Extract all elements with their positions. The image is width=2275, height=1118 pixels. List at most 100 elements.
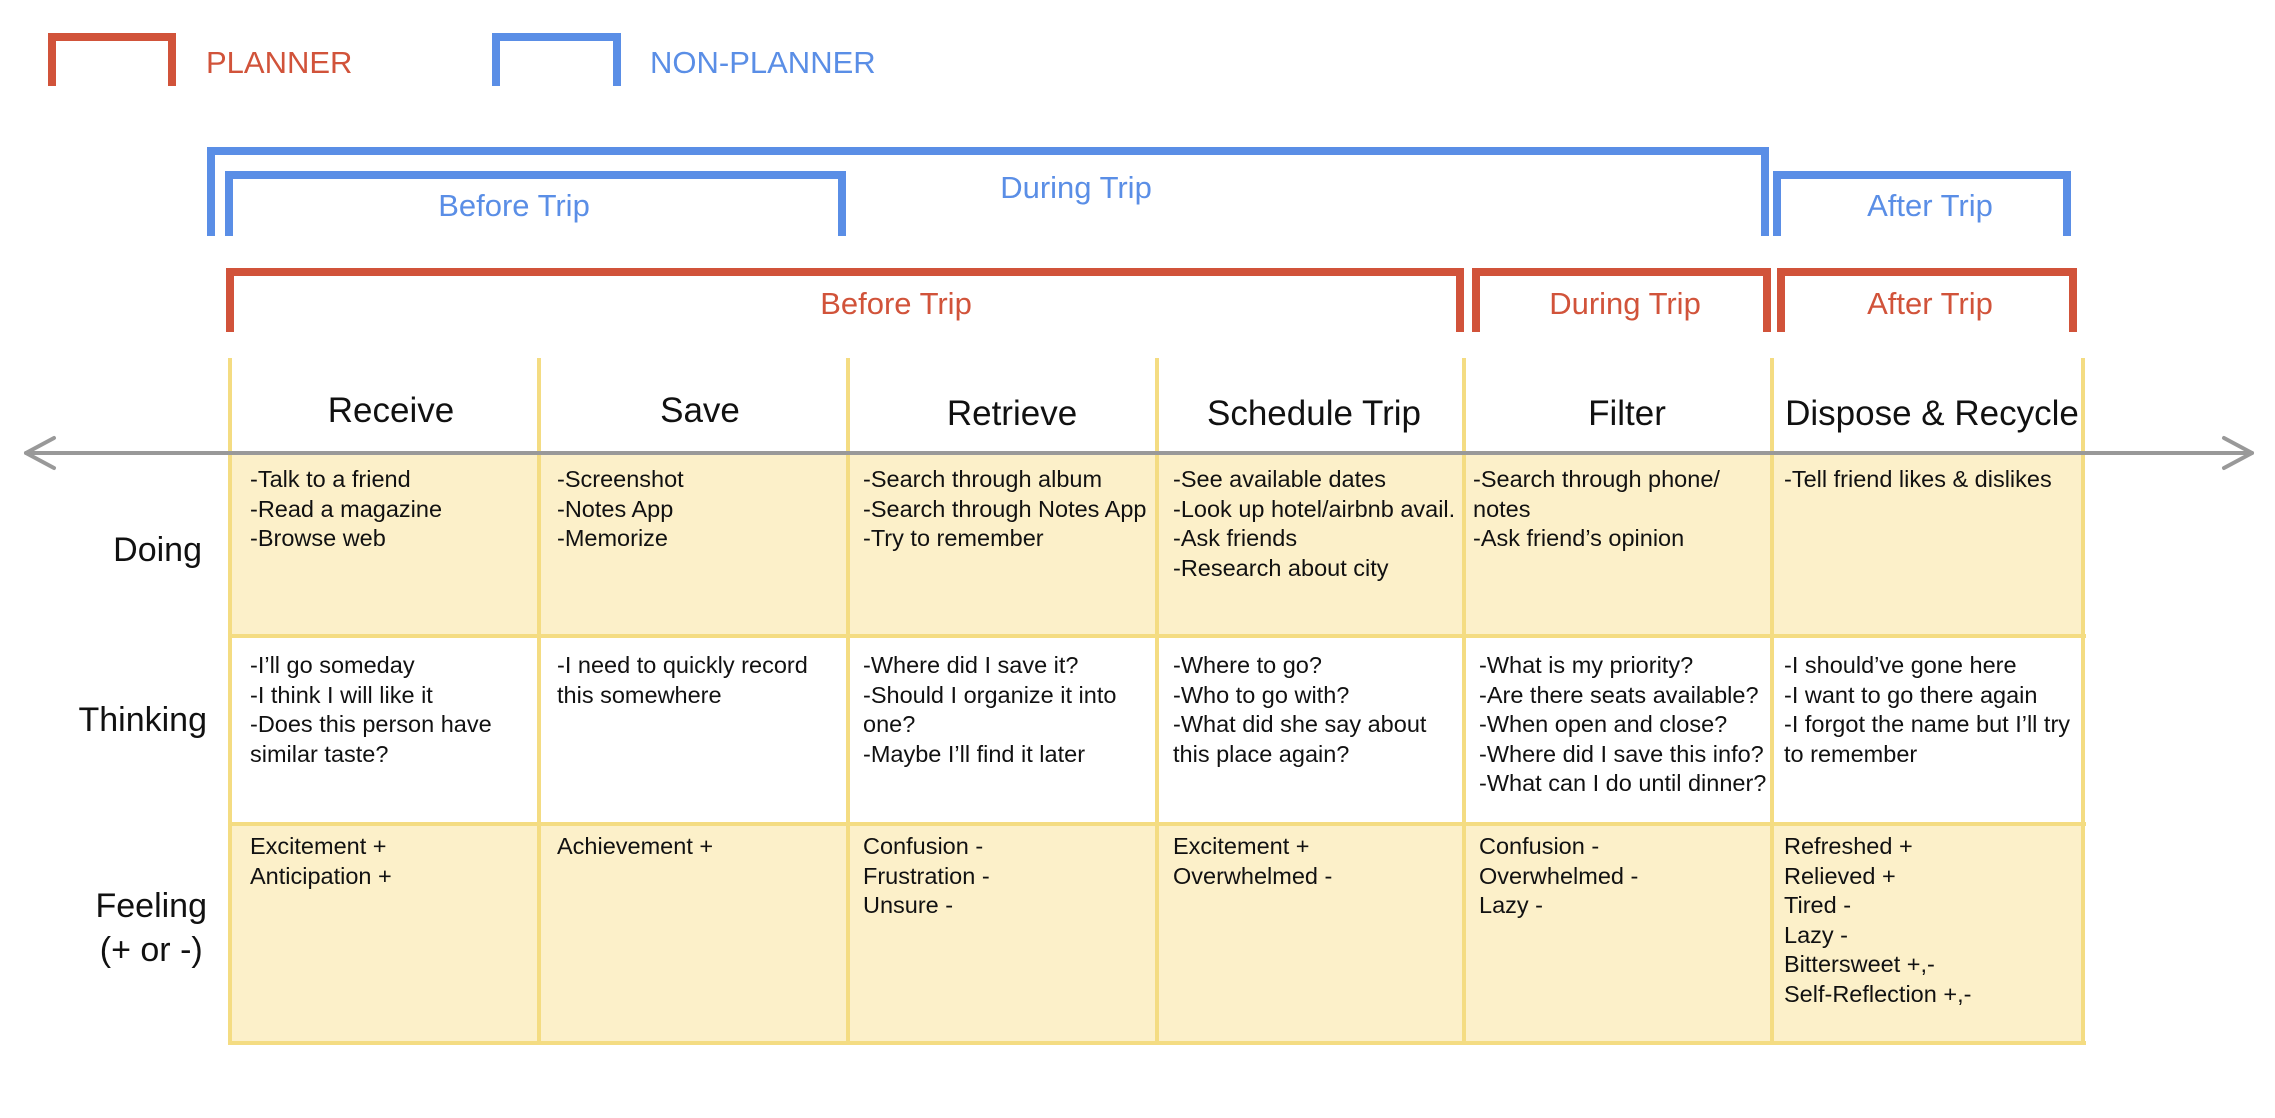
row-header-feeling: Feeling (+ or -): [95, 884, 207, 972]
cell-line: -Where did I save it?: [863, 652, 1079, 678]
arrow-left-icon: [24, 436, 56, 470]
feeling-cell-filter: Confusion - Overwhelmed - Lazy -: [1479, 832, 1638, 921]
legend-non-planner-label: NON-PLANNER: [650, 45, 876, 80]
cell-line: Confusion -: [863, 833, 984, 859]
cell-line: -I need to quickly record: [557, 652, 808, 678]
cell-line: Bittersweet +,-: [1784, 951, 1935, 977]
cell-line: -Try to remember: [863, 525, 1044, 551]
grid-line: [2081, 358, 2085, 1045]
non-planner-before-label: Before Trip: [438, 188, 590, 223]
cell-line: -When open and close?: [1479, 711, 1728, 737]
planner-during-label: During Trip: [1549, 286, 1701, 321]
legend-planner-bracket: [48, 33, 176, 86]
cell-line: this place again?: [1173, 740, 1350, 767]
column-header-schedule-trip: Schedule Trip: [1206, 394, 1422, 433]
doing-cell-retrieve: -Search through album -Search through No…: [863, 465, 1146, 554]
cell-line: Lazy -: [1479, 892, 1543, 918]
cell-line: -Research about city: [1173, 554, 1389, 581]
cell-line: -Maybe I’ll find it later: [863, 740, 1086, 767]
cell-line: -Memorize: [557, 525, 668, 551]
grid-line: [228, 358, 232, 1045]
cell-line: -I forgot the name but I’ll try: [1784, 711, 2071, 737]
planner-before-label: Before Trip: [820, 286, 972, 321]
grid-line: [537, 358, 541, 1045]
feeling-cell-schedule-trip: Excitement + Overwhelmed -: [1173, 832, 1332, 891]
cell-line: -Ask friend’s opinion: [1473, 525, 1685, 551]
cell-line: Frustration -: [863, 862, 990, 889]
non-planner-during-bracket: [207, 147, 1769, 236]
cell-line: Excitement +: [250, 833, 387, 859]
legend-non-planner-bracket: [492, 33, 621, 86]
doing-cell-dispose-recycle: -Tell friend likes & dislikes: [1784, 465, 2052, 495]
cell-line: Anticipation +: [250, 862, 392, 889]
cell-line: -Tell friend likes & dislikes: [1784, 466, 2052, 492]
cell-line: Tired -: [1784, 892, 1852, 918]
cell-line: -Look up hotel/airbnb avail.: [1173, 495, 1456, 522]
cell-line: Excitement +: [1173, 833, 1310, 859]
column-header-receive: Receive: [327, 391, 455, 430]
planner-after-label: After Trip: [1867, 286, 1993, 321]
cell-line: -Talk to a friend: [250, 466, 411, 492]
cell-line: Achievement +: [557, 833, 714, 859]
thinking-cell-dispose-recycle: -I should’ve gone here -I want to go the…: [1784, 651, 2070, 769]
cell-line: Self-Reflection +,-: [1784, 980, 1972, 1007]
arrow-right-icon: [2222, 436, 2254, 470]
feeling-cell-retrieve: Confusion - Frustration - Unsure -: [863, 832, 990, 921]
cell-line: -Browse web: [250, 525, 386, 551]
cell-line: -Read a magazine: [250, 495, 443, 522]
cell-line: similar taste?: [250, 740, 389, 767]
column-header-dispose-recycle: Dispose & Recycle: [1785, 394, 2079, 433]
cell-line: -I should’ve gone here: [1784, 652, 2017, 678]
planner-during-bracket: [1472, 268, 1771, 332]
cell-line: Lazy -: [1784, 921, 1848, 948]
cell-line: notes: [1473, 495, 1531, 522]
column-header-save: Save: [660, 391, 740, 430]
column-header-filter: Filter: [1588, 394, 1666, 433]
row-header-doing: Doing: [113, 531, 202, 569]
feeling-cell-dispose-recycle: Refreshed + Relieved + Tired - Lazy - Bi…: [1784, 832, 1971, 1009]
non-planner-after-label: After Trip: [1867, 188, 1993, 223]
cell-line: -I want to go there again: [1784, 681, 2038, 708]
row-header-thinking: Thinking: [78, 701, 207, 739]
non-planner-during-label: During Trip: [1000, 170, 1152, 205]
legend-planner-label: PLANNER: [206, 45, 353, 80]
non-planner-after-bracket: [1773, 171, 2071, 236]
cell-line: -See available dates: [1173, 466, 1386, 492]
cell-line: -Who to go with?: [1173, 681, 1350, 708]
cell-line: to remember: [1784, 740, 1918, 767]
grid-line: [846, 358, 850, 1045]
cell-line: -Does this person have: [250, 711, 492, 737]
cell-line: -Should I organize it into: [863, 681, 1117, 708]
cell-line: -Where did I save this info?: [1479, 740, 1764, 767]
cell-line: -Search through album: [863, 466, 1103, 492]
cell-line: -Notes App: [557, 495, 674, 522]
non-planner-before-bracket: [225, 171, 846, 236]
feeling-cell-save: Achievement +: [557, 832, 713, 862]
cell-line: -Search through phone/: [1473, 466, 1720, 492]
planner-after-bracket: [1777, 268, 2077, 332]
cell-line: -What is my priority?: [1479, 652, 1694, 678]
doing-cell-filter: -Search through phone/ notes -Ask friend…: [1473, 465, 1720, 554]
cell-line: Relieved +: [1784, 862, 1896, 889]
cell-line: -What did she say about: [1173, 711, 1427, 737]
cell-line: this somewhere: [557, 681, 722, 708]
cell-line: -I’ll go someday: [250, 652, 415, 678]
cell-line: Overwhelmed -: [1173, 862, 1333, 889]
feeling-cell-receive: Excitement + Anticipation +: [250, 832, 392, 891]
thinking-cell-save: -I need to quickly record this somewhere: [557, 651, 808, 710]
doing-cell-schedule-trip: -See available dates -Look up hotel/airb…: [1173, 465, 1455, 583]
grid-line: [1155, 358, 1159, 1045]
cell-line: -What can I do until dinner?: [1479, 770, 1767, 796]
thinking-cell-retrieve: -Where did I save it? -Should I organize…: [863, 651, 1116, 769]
grid-line: [1462, 358, 1466, 1045]
cell-line: -Where to go?: [1173, 652, 1322, 678]
cell-line: Unsure -: [863, 892, 954, 918]
cell-line: one?: [863, 711, 916, 737]
planner-before-bracket: [226, 268, 1464, 332]
thinking-cell-receive: -I’ll go someday -I think I will like it…: [250, 651, 492, 769]
doing-cell-save: -Screenshot -Notes App -Memorize: [557, 465, 684, 554]
cell-line: Overwhelmed -: [1479, 862, 1639, 889]
thinking-cell-filter: -What is my priority? -Are there seats a…: [1479, 651, 1766, 799]
cell-line: -Are there seats available?: [1479, 681, 1759, 708]
